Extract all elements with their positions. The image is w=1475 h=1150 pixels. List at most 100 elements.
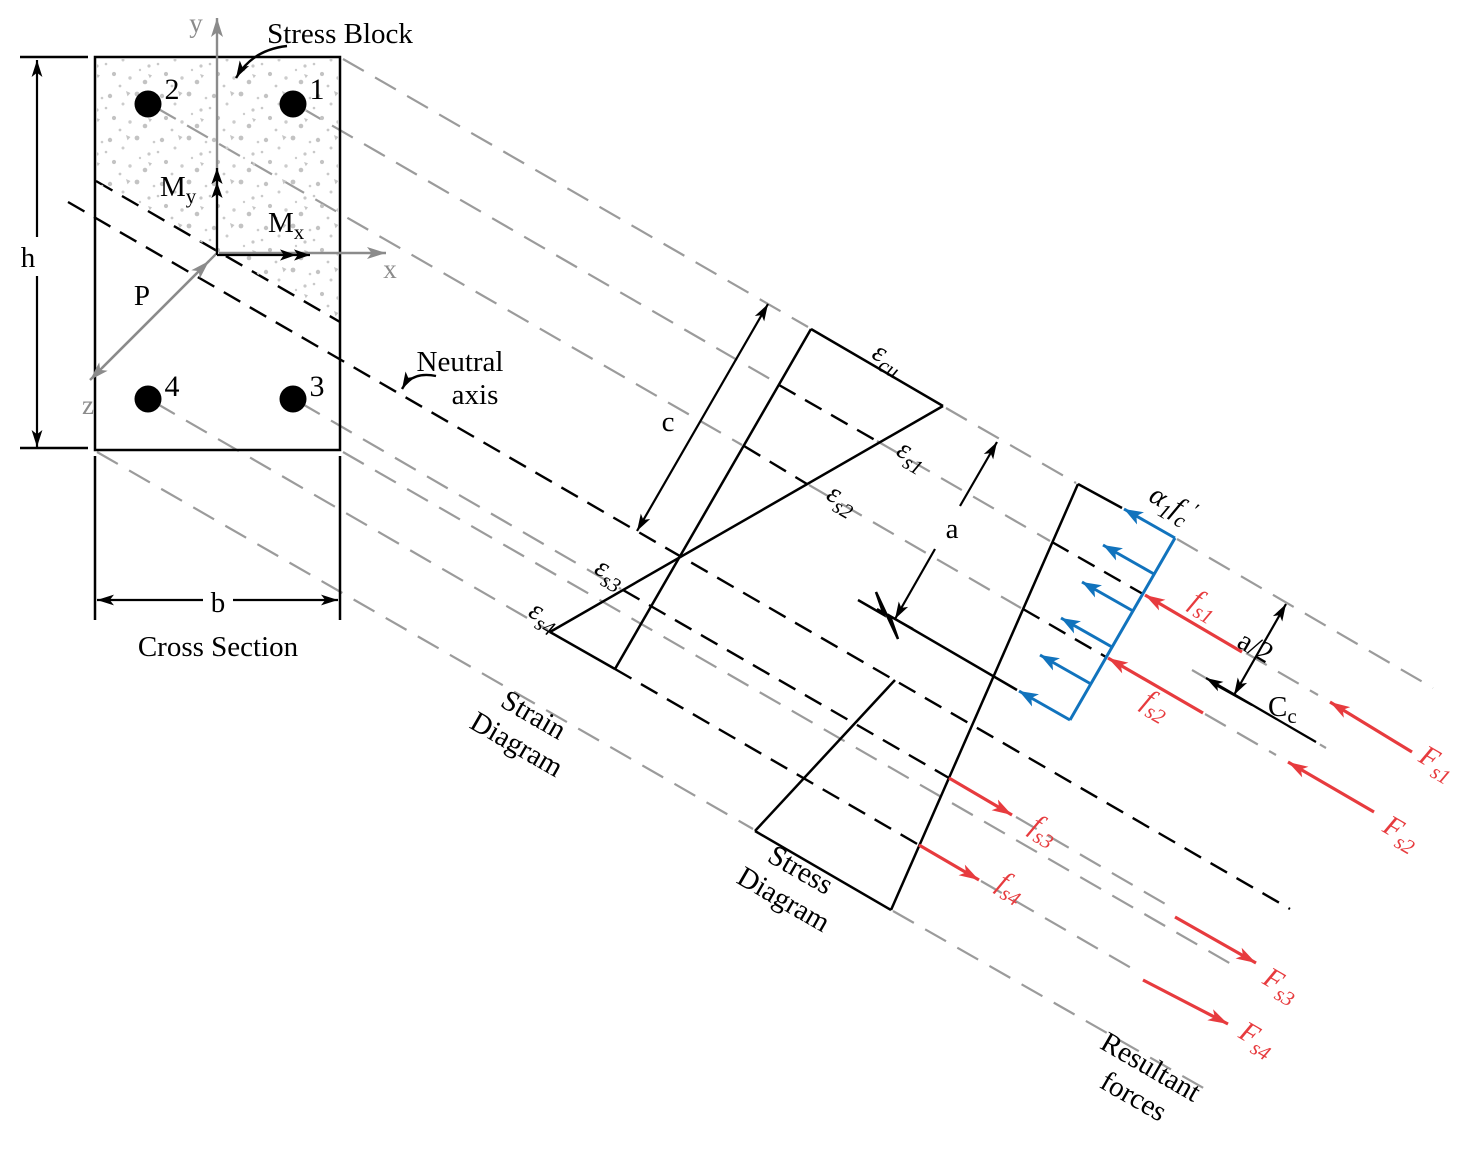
steel-stress-fs2-arrow xyxy=(1107,656,1204,715)
dashed-construction-lines xyxy=(67,179,1291,911)
rebar-1-label: 1 xyxy=(310,73,325,106)
projection-line-bar2 xyxy=(1204,713,1277,756)
steel-stress-fs4-arrow xyxy=(918,843,980,882)
stress-block-arrow xyxy=(1039,653,1092,686)
neutral-axis-label-line2: axis xyxy=(452,379,499,411)
resultant-forces xyxy=(1142,603,1413,1026)
stress-block-arrow xyxy=(1060,616,1113,649)
cc-resultant-label: Cc xyxy=(1268,691,1297,728)
projection-line-bottom-right-corner xyxy=(342,451,1239,969)
stress-diagram xyxy=(754,441,1243,912)
c-dimension xyxy=(636,303,769,532)
strain-top-edge xyxy=(810,327,944,408)
resultant-fs2-arrow xyxy=(1287,760,1375,814)
projection-line-bar4 xyxy=(153,401,549,631)
projection-line-bar3 xyxy=(298,401,622,590)
a-dimension-end-tick xyxy=(876,608,914,630)
moment-mx-label: Mx xyxy=(268,207,305,244)
h-dimension-label: h xyxy=(21,242,36,274)
stress-diagram-title: Stress Diagram xyxy=(732,839,839,939)
stress-block-arrow xyxy=(1081,580,1134,613)
cross-section xyxy=(20,18,437,620)
b-dimension-label: b xyxy=(211,587,226,619)
a-dimension-upper xyxy=(959,441,998,507)
steel-stress-fs1-arrow xyxy=(1144,593,1243,654)
svg-text:εs4: εs4 xyxy=(521,594,566,641)
stress-top-edge xyxy=(1077,482,1123,510)
load-p-label: P xyxy=(134,280,150,312)
svg-text:εcu: εcu xyxy=(864,336,910,384)
projection-line-bar1 xyxy=(876,440,1051,542)
rebar-2 xyxy=(134,90,162,118)
resultant-fs4-arrow xyxy=(1142,978,1229,1026)
stress-bar2-level xyxy=(1022,607,1107,659)
tension-stress-profile xyxy=(754,679,896,832)
fs4-label: fs4 xyxy=(989,866,1031,912)
projection-line-bar1 xyxy=(299,106,778,384)
strain-bar2-level xyxy=(743,444,808,486)
rebar-3-label: 3 xyxy=(310,370,325,403)
bar3-level-dashed xyxy=(622,588,950,780)
projection-line-bottom-left-corner xyxy=(892,910,1208,1091)
epsilon-cu-label: εcu xyxy=(864,336,910,384)
moment-my-label: My xyxy=(160,171,197,208)
strain-diagram-title: Strain Diagram xyxy=(465,684,572,784)
projection-line-top-corner xyxy=(1176,538,1434,689)
y-axis-label: y xyxy=(189,8,203,38)
rebar-1 xyxy=(279,90,307,118)
svg-text:fs2: fs2 xyxy=(1134,684,1176,730)
steel-stress-fs3-arrow xyxy=(948,776,1013,817)
projection-line-bottom-left-corner xyxy=(96,451,754,830)
alpha1-fc-label: α1fc′ xyxy=(1141,477,1203,536)
stress-block-arrow xyxy=(1102,543,1155,576)
cross-section-title: Cross Section xyxy=(138,631,299,663)
projection-line-bar3 xyxy=(1015,816,1168,906)
svg-text:Fs4: Fs4 xyxy=(1230,1015,1281,1066)
resultant-forces-title: Resultant forces xyxy=(1095,1026,1206,1128)
projection-line-top-corner xyxy=(945,407,1077,484)
stress-block-bottom-trace xyxy=(857,591,1018,692)
fs2-label: fs2 xyxy=(1134,684,1176,730)
force-fs1-label: Fs1 xyxy=(1410,739,1461,790)
strain-diagram xyxy=(549,303,944,671)
stress-bottom-edge xyxy=(754,829,892,912)
epsilon-s1-label: εs1 xyxy=(891,433,927,480)
svg-text:Fs3: Fs3 xyxy=(1254,961,1305,1012)
projection-line-top-corner xyxy=(342,58,809,328)
rebar-4-label: 4 xyxy=(165,370,180,403)
svg-text:Fs1: Fs1 xyxy=(1410,739,1461,790)
svg-text:α1fc′: α1fc′ xyxy=(1141,477,1203,536)
svg-text:a/2: a/2 xyxy=(1232,624,1279,669)
stress-block-label: Stress Block xyxy=(267,18,413,50)
a-dimension-label: a xyxy=(946,513,959,545)
force-fs4-label: Fs4 xyxy=(1230,1015,1281,1066)
z-axis-label: z xyxy=(82,390,94,420)
a-half-dimension xyxy=(1233,603,1287,696)
epsilon-s4-label: εs4 xyxy=(521,594,566,641)
svg-text:fs4: fs4 xyxy=(989,866,1031,912)
force-fs3-label: Fs3 xyxy=(1254,961,1305,1012)
epsilon-s2-label: εs2 xyxy=(819,477,864,524)
x-axis-label: x xyxy=(383,254,397,284)
stress-block-arrow xyxy=(1123,507,1176,540)
neutral-axis-label-line1: Neutral xyxy=(417,346,504,378)
c-dimension-label: c xyxy=(662,406,675,438)
stress-bar1-level xyxy=(1051,540,1144,596)
svg-text:Fs2: Fs2 xyxy=(1374,809,1425,860)
force-fs2-label: Fs2 xyxy=(1374,809,1425,860)
stress-reference-line xyxy=(889,483,1080,911)
strain-bar1-level xyxy=(778,383,876,442)
projection-line-bar2 xyxy=(808,484,1022,609)
svg-text:εs2: εs2 xyxy=(819,477,864,524)
axial-load-arrow xyxy=(101,260,210,369)
stress-block-face xyxy=(1068,537,1177,721)
neutral-axis-pointer-arrow xyxy=(400,371,437,390)
concrete-resultant-cc-arrow xyxy=(1205,677,1317,743)
resultant-fs1-arrow xyxy=(1329,700,1413,754)
a-dimension-lower xyxy=(894,548,936,620)
a-half-dimension-label: a/2 xyxy=(1232,624,1279,669)
projection-line-bar4 xyxy=(980,880,1134,970)
stress-block-arrow xyxy=(1018,689,1071,722)
